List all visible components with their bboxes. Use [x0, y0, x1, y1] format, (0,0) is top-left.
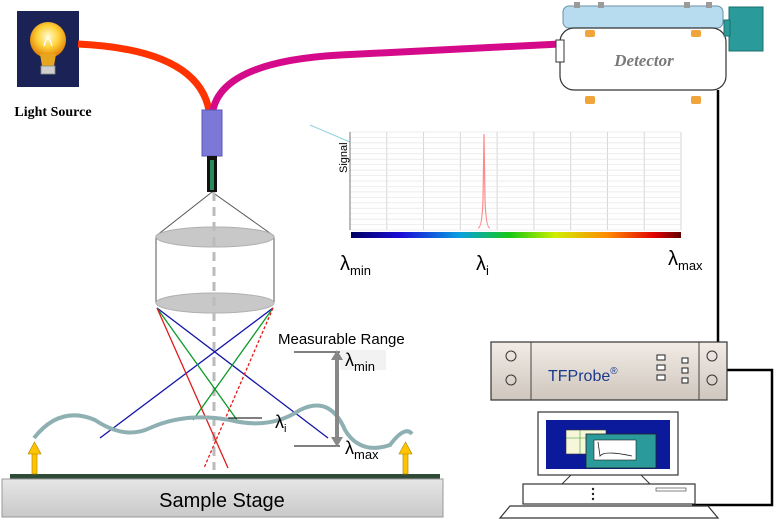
probe-head: [201, 109, 223, 157]
spectrum-chart: Signal λmin λi λmax: [309, 124, 703, 278]
support-arrow-right: [398, 441, 413, 475]
spectrum-peak: [477, 133, 491, 229]
cable-controller-computer: [692, 368, 774, 507]
lightbulb-icon: [30, 22, 66, 75]
lens-assembly: [155, 191, 275, 470]
measurable-range: Measurable Range λmin λmax: [278, 331, 405, 462]
ray-red-right: [203, 307, 274, 469]
detector-side-box: [728, 6, 764, 52]
detector-cap: [562, 5, 724, 29]
spectrum-lambda-min: λmin: [340, 253, 371, 278]
support-arrow-left: [27, 441, 42, 475]
fiber-detector: [208, 40, 561, 119]
computer-case: [522, 483, 696, 505]
spectrum-grid: [350, 131, 682, 231]
ray-green-left: [156, 307, 238, 421]
stage-block: [1, 478, 444, 518]
spectrum-ylabel: Signal: [338, 142, 350, 173]
sample-stage: Sample Stage: [1, 474, 444, 518]
controller-buttons: [656, 354, 689, 384]
spectrum-color-bar: [351, 232, 681, 238]
spectrum-lambda-max: λmax: [668, 248, 703, 273]
controller-label: TFProbe®: [548, 366, 618, 385]
light-source-label: Light Source: [14, 105, 91, 120]
measurable-range-title: Measurable Range: [278, 331, 405, 348]
optical-probe: [201, 109, 223, 192]
ray-red-left: [156, 307, 229, 469]
tfprobe-controller: TFProbe®: [490, 341, 728, 401]
range-lambda-max: λmax: [345, 438, 379, 462]
keyboard: [498, 505, 720, 519]
spectrum-lambda-i: λi: [476, 253, 489, 278]
stage-label: Sample Stage: [159, 490, 285, 512]
range-lambda-min: λmin: [345, 350, 375, 374]
stage-top-strip: [10, 474, 440, 479]
detector-label: Detector: [613, 51, 674, 70]
fiber-light-source: [77, 40, 214, 119]
focus-lambda-i: λi: [275, 412, 286, 435]
computer: [498, 411, 720, 519]
sample-surface: [32, 403, 414, 450]
light-source: Light Source: [14, 11, 92, 120]
ray-green-right: [192, 307, 274, 421]
detector: Detector: [555, 2, 764, 104]
light-rays: [99, 307, 329, 469]
ray-blue-left: [156, 307, 329, 439]
